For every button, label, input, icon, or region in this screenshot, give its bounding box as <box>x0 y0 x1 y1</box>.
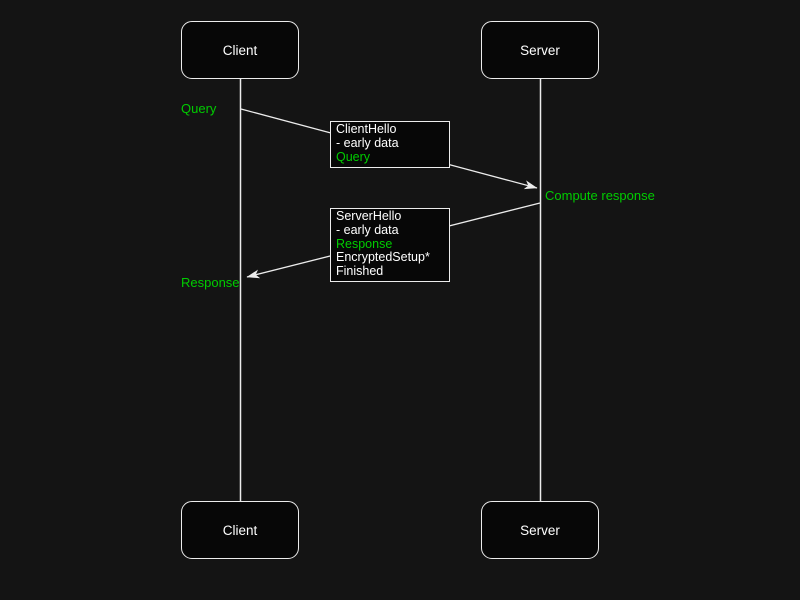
message-line-early-data: - early data <box>336 222 399 237</box>
response-label: Response <box>181 275 240 290</box>
actor-label-client-bottom: Client <box>222 522 258 538</box>
message-line-encryptedsetup: EncryptedSetup* <box>336 250 430 265</box>
actor-label-server-top: Server <box>520 42 560 58</box>
message-line-finished: Finished <box>336 264 384 279</box>
actor-box-server-bottom: Server <box>481 501 599 559</box>
message-box-client-hello: ClientHello - early data Query <box>330 121 450 168</box>
message-box-server-hello: ServerHello - early data Response Encryp… <box>330 208 450 282</box>
compute-response-label: Compute response <box>545 188 655 203</box>
message-line-query: Query <box>336 149 371 164</box>
message-line-response: Response <box>336 236 393 251</box>
actor-label-client-top: Client <box>222 42 258 58</box>
message-line-early-data: - early data <box>336 135 399 150</box>
actor-box-client-bottom: Client <box>181 501 299 559</box>
actor-label-server-bottom: Server <box>520 522 560 538</box>
message-line-clienthello: ClientHello <box>336 122 397 136</box>
actor-box-client-top: Client <box>181 21 299 79</box>
query-label: Query <box>181 101 217 116</box>
message-line-serverhello: ServerHello <box>336 209 402 223</box>
actor-box-server-top: Server <box>481 21 599 79</box>
